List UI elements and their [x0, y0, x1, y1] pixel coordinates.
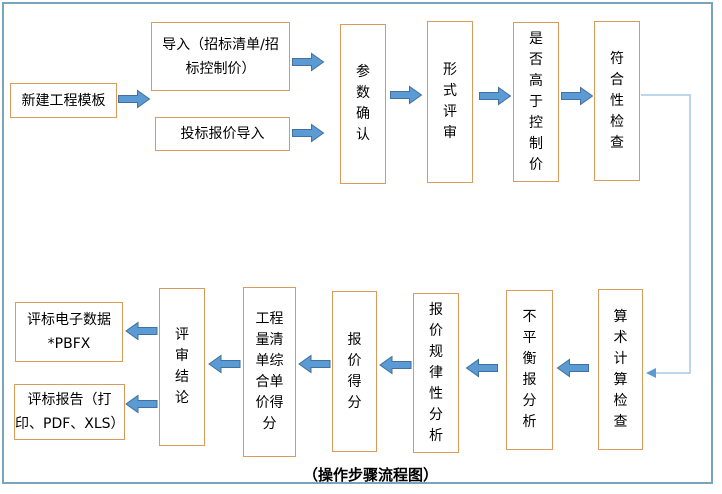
flow-box-param-confirm: 参 数 确 认 [340, 24, 386, 184]
right-arrow-icon [118, 89, 151, 109]
right-arrow-icon [479, 86, 512, 106]
right-arrow-icon [292, 123, 325, 143]
flow-box-form-review: 形 式 评 审 [427, 21, 473, 183]
left-arrow-icon [379, 355, 412, 375]
flow-box-boq-unit-price-score: 工程 量清 单综 合单 价得 分 [243, 287, 296, 457]
flow-box-eval-report: 评标报告（打 印、PDF、XLS） [14, 384, 125, 440]
left-arrow-icon [556, 358, 589, 378]
right-arrow-icon [561, 86, 594, 106]
flow-box-price-pattern-analysis: 报 价 规 律 性 分 析 [413, 293, 459, 453]
flow-box-review-conclusion: 评 审 结 论 [159, 288, 205, 446]
flow-box-bid-price-import: 投标报价导入 [155, 117, 290, 151]
flow-box-arithmetic-check: 算 术 计 算 检 查 [598, 289, 643, 450]
left-arrow-icon [125, 321, 158, 341]
flow-box-eval-electronic-data: 评标电子数据 *PBFX [15, 302, 123, 362]
right-arrow-icon [390, 85, 423, 105]
left-arrow-icon [465, 358, 498, 378]
outer-frame [2, 2, 713, 484]
flow-box-compliance-check: 符 合 性 检 查 [594, 21, 640, 181]
flow-box-above-control-price: 是 否 高 于 控 制 价 [513, 22, 559, 182]
flow-box-import-bid-list: 导入（招标清单/招 标控制价） [151, 22, 290, 91]
left-arrow-icon [208, 354, 241, 374]
left-arrow-icon [298, 354, 331, 374]
right-arrow-icon [292, 52, 325, 72]
flow-box-price-score: 报 价 得 分 [332, 291, 377, 452]
figure-caption: （操作步骤流程图） [303, 466, 439, 484]
flow-box-unbalanced-bid-analysis: 不 平 衡 报 分 析 [506, 290, 553, 450]
flow-box-new-template: 新建工程模板 [10, 83, 117, 118]
elbow-connector-arrow [641, 94, 691, 378]
left-arrow-icon [125, 394, 158, 414]
